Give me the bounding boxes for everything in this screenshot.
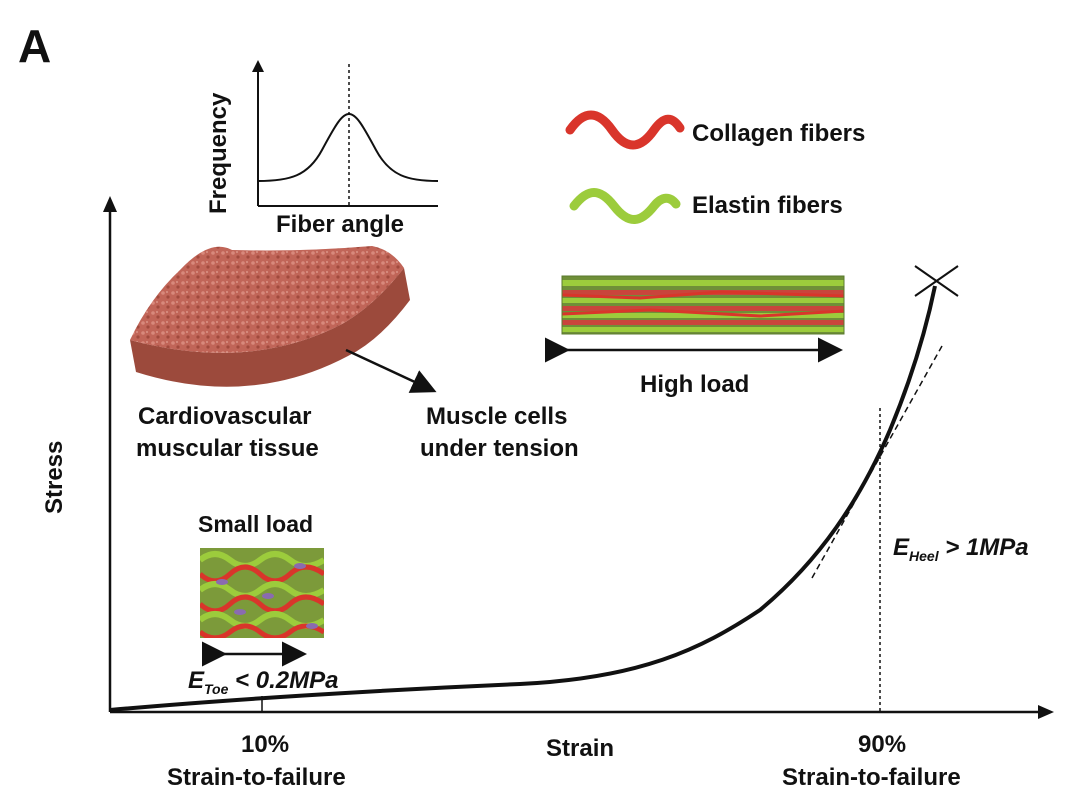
muscle-cells-label-line2: under tension [420,435,579,462]
elastin-legend-label: Elastin fibers [692,192,843,219]
elastin-fiber-icon [569,188,681,224]
toe-modulus-value: < 0.2MPa [228,667,338,694]
toe-modulus-label: EToe < 0.2MPa [188,667,338,697]
legend: Collagen fibers Elastin fibers [565,110,865,224]
stress-strain-curve [109,285,937,712]
heel-modulus-sub: Heel [909,548,940,564]
collagen-legend-label: Collagen fibers [692,120,865,147]
strain-axis-arrow [1038,705,1054,719]
tissue-pointer-arrow [345,348,437,393]
tissue-side [130,268,410,387]
strain-axis-label: Strain [546,735,614,762]
tissue-top-shade [130,246,404,353]
high-load-label: High load [640,371,749,398]
heel-modulus-e: E [893,534,910,561]
stress-axis-label: Stress [41,441,68,514]
heel-modulus-value: > 1MPa [939,534,1029,561]
toe-modulus-e: E [188,667,205,694]
collagen-fiber-icon [565,110,685,150]
inset-distribution-curve [257,112,439,182]
tissue-top [130,246,404,353]
heel-tangent-line [811,345,943,579]
heel-modulus-label: EHeel > 1MPa [893,534,1029,564]
tick-90-value: 90% [858,731,906,758]
tissue-label-line1: Cardiovascular [138,403,311,430]
tick-90-caption: Strain-to-failure [782,764,961,791]
tissue-illustration [130,246,410,387]
small-load-label: Small load [198,511,313,537]
failure-point-marker [914,265,959,297]
tick-10-caption: Strain-to-failure [167,764,346,791]
muscle-cells-label-line1: Muscle cells [426,403,567,430]
panel-label: A [18,20,51,72]
high-load-fiber-block [562,276,844,334]
tissue-label-line2: muscular tissue [136,435,319,462]
inset-x-label: Fiber angle [276,211,404,238]
stress-axis-arrow [103,196,117,212]
inset-y-arrow [252,60,264,72]
inset-y-label: Frequency [205,92,232,214]
toe-modulus-sub: Toe [204,681,229,697]
fiber-angle-inset: Frequency Fiber angle [205,60,439,238]
small-load-fiber-block [200,548,324,638]
tick-10-value: 10% [241,731,289,758]
